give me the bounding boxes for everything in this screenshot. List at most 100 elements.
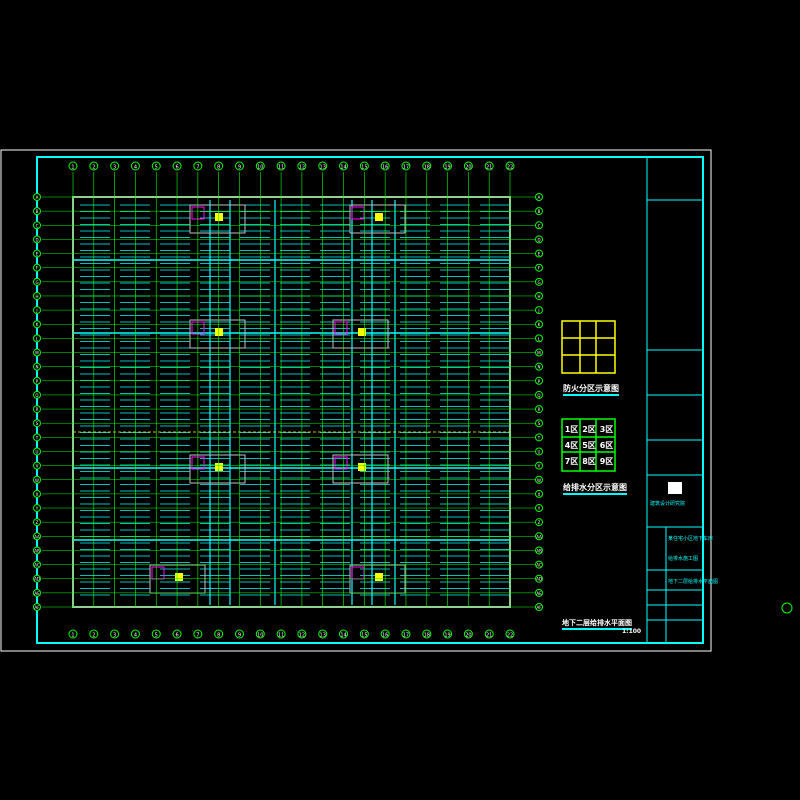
- axis-label: A: [538, 195, 541, 200]
- axis-label: AC: [536, 563, 542, 568]
- zone-label: 7区: [564, 457, 579, 466]
- axis-bubble: [89, 629, 99, 639]
- axis-label: 22: [507, 165, 513, 171]
- water-zone-legend: [561, 418, 616, 472]
- axis-bubble: [535, 291, 543, 300]
- axis-label: 13: [320, 165, 326, 171]
- axis-label: AB: [536, 548, 542, 553]
- axis-bubble: [130, 161, 140, 171]
- axis-grid: 1122334455667788991010111112121313141415…: [33, 161, 543, 639]
- axis-bubble: [380, 629, 390, 639]
- axis-label: AE: [536, 591, 542, 596]
- axis-label: 6: [175, 165, 178, 171]
- floor-plan: [72, 196, 511, 608]
- axis-bubble: [535, 334, 543, 343]
- axis-label: H: [35, 294, 38, 299]
- axis-label: 21: [486, 633, 492, 639]
- inner-drawing-frame: [36, 156, 704, 644]
- axis-label: M: [537, 351, 541, 356]
- axis-label: 3: [113, 165, 116, 171]
- axis-bubble: [33, 334, 41, 343]
- axis-bubble: [33, 419, 41, 428]
- axis-label: W: [35, 478, 39, 483]
- axis-label: Y: [35, 506, 39, 511]
- axis-bubble: [535, 235, 543, 244]
- axis-bubble: [33, 390, 41, 399]
- axis-label: P: [36, 379, 39, 384]
- stair-core: [189, 204, 246, 234]
- axis-bubble: [535, 376, 543, 385]
- axis-bubble: [33, 263, 41, 272]
- axis-label: 2: [92, 633, 95, 639]
- axis-label: Z: [36, 520, 39, 525]
- axis-label: 15: [361, 633, 367, 639]
- axis-label: 20: [465, 165, 471, 171]
- axis-bubble: [33, 433, 41, 442]
- axis-label: AD: [536, 577, 542, 582]
- axis-bubble: [535, 221, 543, 230]
- axis-bubble: [359, 161, 369, 171]
- pump-equipment: [215, 213, 223, 221]
- axis-bubble: [33, 207, 41, 216]
- axis-bubble: [535, 560, 543, 569]
- axis-label: AB: [34, 548, 40, 553]
- fire-zone-legend-title: 防火分区示意图: [563, 383, 619, 396]
- axis-bubble: [33, 461, 41, 470]
- project-name: 某住宅小区地下车库: [668, 536, 714, 542]
- axis-bubble: [380, 161, 390, 171]
- title-block-drawing-name: 地下二层给排水平面图: [668, 579, 719, 585]
- axis-bubble: [535, 475, 543, 484]
- axis-label: 7: [196, 633, 199, 639]
- north-marker-icon: [781, 602, 793, 614]
- pump-equipment: [215, 463, 223, 471]
- axis-bubble: [401, 161, 411, 171]
- axis-bubble: [33, 475, 41, 484]
- axis-bubble: [535, 518, 543, 527]
- axis-label: R: [36, 407, 39, 412]
- pump-equipment: [358, 328, 366, 336]
- axis-label: L: [36, 336, 39, 341]
- axis-label: Q: [35, 393, 38, 398]
- drawing-title: 地下二层给排水平面图: [562, 618, 632, 630]
- zone-label: 5区: [582, 441, 596, 450]
- axis-label: 16: [382, 633, 388, 639]
- axis-bubble: [535, 461, 543, 470]
- axis-bubble: [33, 532, 41, 541]
- axis-bubble: [33, 221, 41, 230]
- axis-label: P: [538, 379, 541, 384]
- axis-label: 22: [507, 633, 513, 639]
- axis-bubble: [193, 161, 203, 171]
- axis-bubble: [68, 161, 78, 171]
- axis-bubble: [422, 161, 432, 171]
- axis-label: 18: [424, 633, 430, 639]
- stair-core: [189, 319, 246, 349]
- zone-label: 2区: [582, 425, 596, 434]
- axis-bubble: [318, 161, 328, 171]
- axis-label: 12: [299, 633, 305, 639]
- drawing-scale: 1:100: [622, 628, 642, 635]
- axis-bubble: [276, 161, 286, 171]
- axis-bubble: [110, 629, 120, 639]
- axis-bubble: [535, 603, 543, 611]
- axis-label: 10: [257, 165, 263, 171]
- axis-label: J: [35, 308, 37, 313]
- axis-bubble: [33, 193, 41, 201]
- axis-bubble: [234, 629, 244, 639]
- axis-bubble: [535, 546, 543, 555]
- axis-label: Z: [538, 520, 541, 525]
- axis-bubble: [33, 376, 41, 385]
- axis-label: J: [537, 308, 539, 313]
- axis-label: 2: [92, 165, 95, 171]
- axis-label: 17: [403, 633, 409, 639]
- axis-label: AA: [536, 534, 542, 539]
- axis-bubble: [535, 277, 543, 286]
- axis-label: X: [36, 492, 39, 497]
- outer-sheet-border: [0, 149, 712, 652]
- axis-bubble: [484, 161, 494, 171]
- axis-label: AE: [34, 591, 40, 596]
- axis-bubble: [33, 603, 41, 611]
- outer-wall: [72, 196, 511, 608]
- axis-bubble: [535, 306, 543, 315]
- axis-bubble: [535, 433, 543, 442]
